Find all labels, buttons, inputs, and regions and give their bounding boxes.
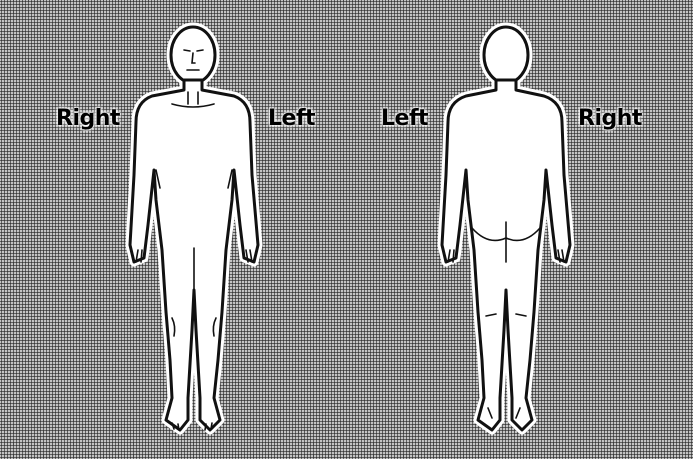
front-body-figure: [100, 0, 280, 459]
back-head: [484, 27, 528, 83]
back-body-figure: [416, 0, 596, 459]
